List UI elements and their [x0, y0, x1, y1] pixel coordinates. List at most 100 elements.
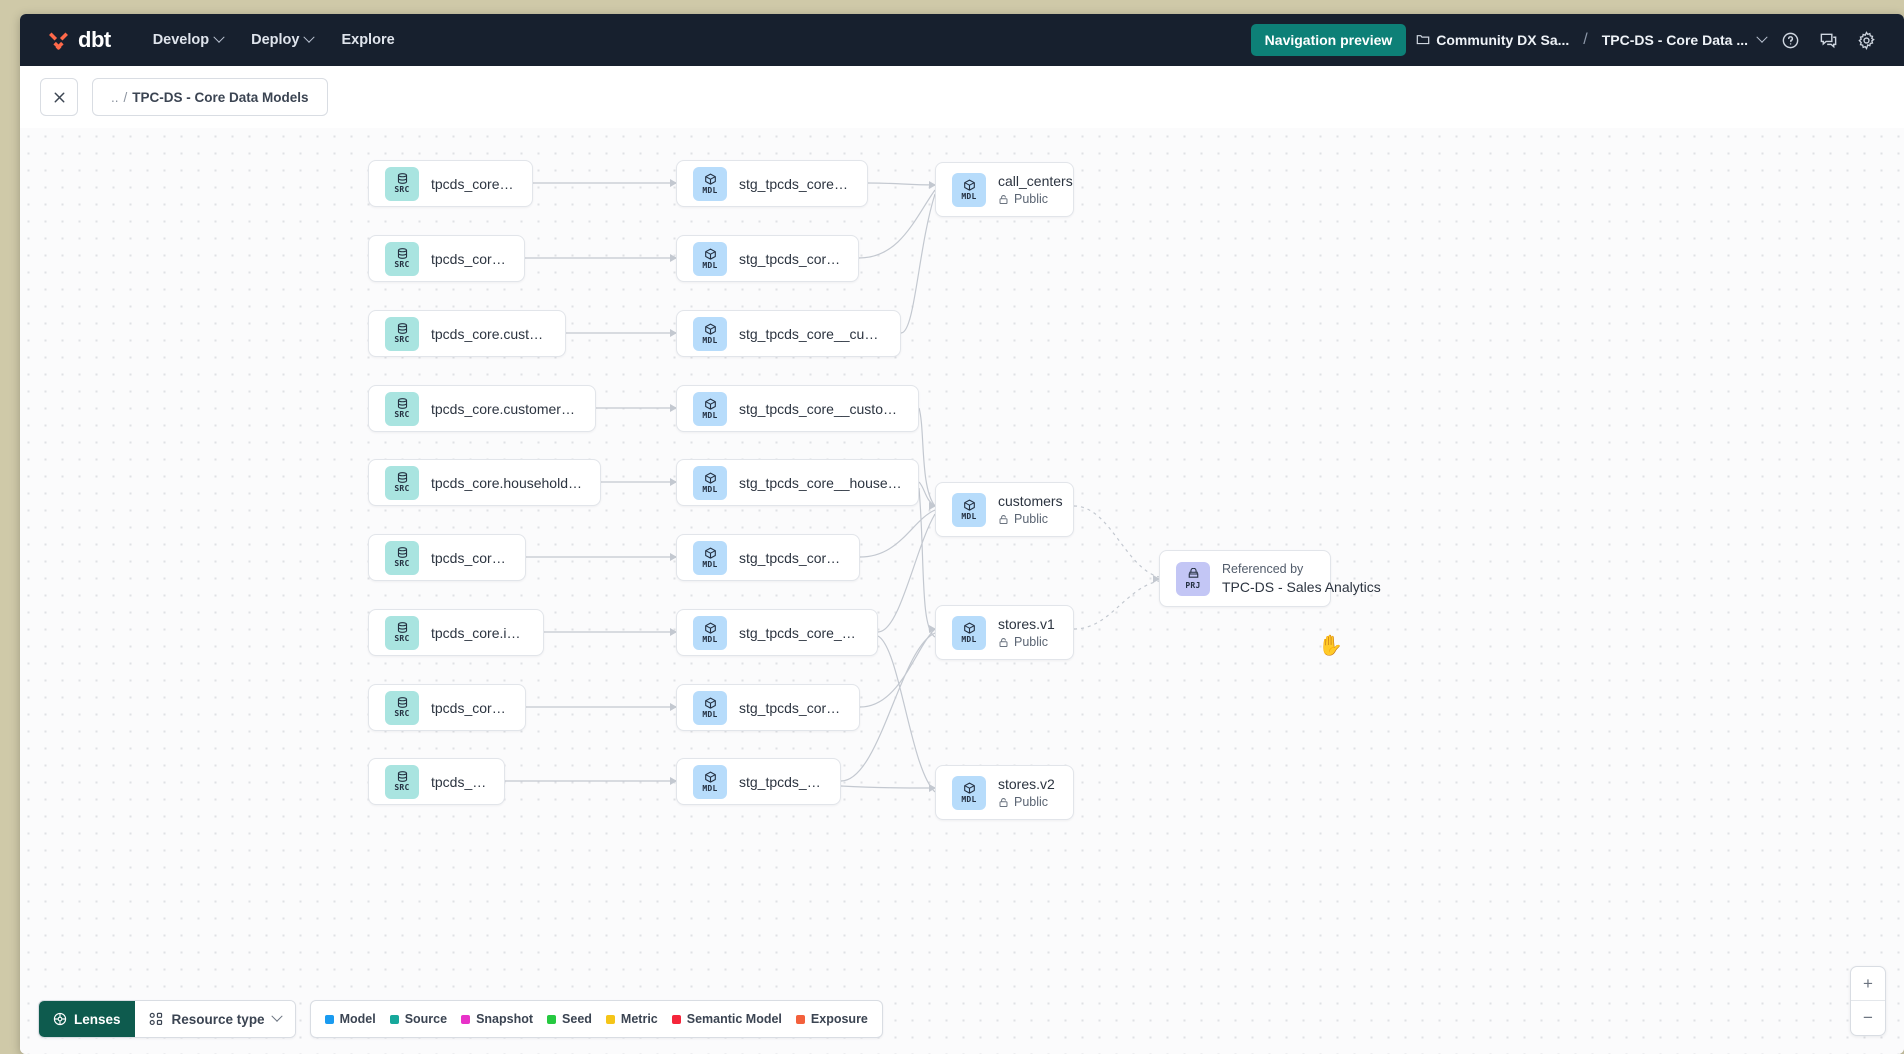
node-label: TPC-DS - Sales Analytics: [1222, 579, 1381, 595]
feedback-icon[interactable]: [1814, 26, 1842, 54]
lineage-node-model-staging[interactable]: MDL stg_tpcds_core__household_demogr...: [676, 459, 919, 506]
legend-item-semantic-model[interactable]: Semantic Model: [671, 1012, 782, 1026]
mdl-badge-label: MDL: [702, 335, 718, 345]
lineage-node-source[interactable]: SRC tpcds_core.income_band: [368, 609, 544, 656]
node-text-col: stores.v2 Public: [998, 776, 1055, 809]
zoom-out-button[interactable]: −: [1863, 1008, 1873, 1027]
lineage-node-model-public[interactable]: MDL customers Public: [935, 482, 1074, 537]
src-badge-icon: SRC: [385, 540, 419, 575]
src-badge-label: SRC: [394, 335, 410, 344]
node-label: customers: [998, 493, 1063, 509]
nav-deploy-label: Deploy: [251, 32, 300, 48]
nav-item-deploy[interactable]: Deploy: [239, 26, 325, 54]
mdl-badge-icon: MDL: [693, 615, 727, 650]
node-access: Public: [998, 512, 1057, 526]
node-label: tpcds_core.inventory: [431, 699, 509, 716]
lineage-bottom-toolbar: Lenses Resource type Model: [38, 1000, 883, 1038]
src-badge-icon: SRC: [385, 166, 419, 201]
lineage-node-source[interactable]: SRC tpcds_core.household_demographics: [368, 459, 601, 506]
lineage-node-project[interactable]: PRJ Referenced by TPC-DS - Sales Analyti…: [1159, 550, 1381, 607]
resource-type-icon: [149, 1012, 162, 1026]
nav-item-develop[interactable]: Develop: [141, 26, 235, 54]
legend-item-snapshot[interactable]: Snapshot: [461, 1012, 533, 1026]
node-label: stg_tpcds_core__income_band: [739, 624, 861, 641]
mdl-badge-label: MDL: [702, 484, 718, 494]
resource-type-dropdown[interactable]: Resource type: [134, 1001, 295, 1037]
nav-item-explore[interactable]: Explore: [329, 26, 406, 54]
src-badge-icon: SRC: [385, 316, 419, 351]
node-label: stg_tpcds_core__customer_demogra...: [739, 400, 902, 417]
node-access: Public: [998, 795, 1055, 809]
lineage-node-model-staging[interactable]: MDL stg_tpcds_core__customer_address: [676, 310, 901, 357]
lineage-node-model-staging[interactable]: MDL stg_tpcds_core__income_band: [676, 609, 878, 656]
help-icon[interactable]: [1776, 26, 1804, 54]
lineage-node-source[interactable]: SRC tpcds_core.customer_address: [368, 310, 566, 357]
lineage-node-source[interactable]: SRC tpcds_core.customer: [368, 235, 525, 282]
lineage-node-model-public[interactable]: MDL stores.v1 Public: [935, 605, 1074, 660]
mdl-badge-icon: MDL: [693, 241, 727, 276]
mdl-badge-icon: MDL: [693, 391, 727, 426]
lineage-node-model-staging[interactable]: MDL stg_tpcds_core__call_center: [676, 160, 868, 207]
lineage-node-model-staging[interactable]: MDL stg_tpcds_core__store: [676, 758, 841, 805]
folder-icon: [1416, 32, 1430, 49]
node-label: stg_tpcds_core__date_dim: [739, 549, 843, 566]
lineage-toolbar: .. / TPC-DS - Core Data Models: [20, 66, 1904, 128]
settings-icon[interactable]: [1852, 26, 1880, 54]
legend-item-source[interactable]: Source: [389, 1012, 447, 1026]
legend-swatch: [795, 1014, 805, 1024]
nav-develop-label: Develop: [152, 32, 210, 48]
lineage-canvas[interactable]: SRC tpcds_core.call_center SRC tpcds_cor…: [20, 128, 1904, 1054]
breadcrumb-prefix: ..: [111, 89, 119, 105]
breadcrumb-slash: /: [123, 89, 128, 105]
lineage-node-model-staging[interactable]: MDL stg_tpcds_core__inventory: [676, 684, 860, 731]
mdl-badge-label: MDL: [961, 634, 977, 644]
mdl-badge-label: MDL: [961, 191, 977, 201]
legend-item-seed[interactable]: Seed: [547, 1012, 592, 1026]
src-badge-icon: SRC: [385, 241, 419, 276]
close-button[interactable]: [40, 78, 78, 116]
mdl-badge-icon: MDL: [693, 540, 727, 575]
legend-label: Exposure: [810, 1012, 868, 1026]
lineage-node-source[interactable]: SRC tpcds_core.date_dim: [368, 534, 526, 581]
lineage-node-model-public[interactable]: MDL call_centers Public: [935, 162, 1074, 217]
mdl-badge-icon: MDL: [952, 492, 986, 527]
lineage-node-source[interactable]: SRC tpcds_core.store: [368, 758, 505, 805]
mdl-badge-label: MDL: [702, 260, 718, 270]
lineage-node-source[interactable]: SRC tpcds_core.inventory: [368, 684, 526, 731]
breadcrumb-account[interactable]: Community DX Sa...: [1416, 32, 1569, 49]
node-label: stg_tpcds_core__store: [739, 773, 824, 790]
prj-badge-icon: PRJ: [1176, 561, 1210, 596]
lineage-node-source[interactable]: SRC tpcds_core.call_center: [368, 160, 533, 207]
lenses-button[interactable]: Lenses: [39, 1001, 135, 1037]
dbt-logo[interactable]: dbt: [46, 27, 111, 53]
navigation-preview-button[interactable]: Navigation preview: [1250, 24, 1407, 56]
node-label: tpcds_core.customer_address: [431, 325, 549, 342]
node-label: tpcds_core.store: [431, 773, 488, 790]
legend-item-metric[interactable]: Metric: [605, 1012, 658, 1026]
node-label: tpcds_core.date_dim: [431, 549, 509, 566]
legend-swatch: [324, 1014, 334, 1024]
lineage-node-source[interactable]: SRC tpcds_core.customer_demographics: [368, 385, 596, 432]
node-label: tpcds_core.customer: [431, 250, 508, 267]
lineage-node-model-staging[interactable]: MDL stg_tpcds_core__customer: [676, 235, 859, 282]
breadcrumb-project-label: TPC-DS - Core Data ...: [1601, 32, 1748, 48]
breadcrumb-pill[interactable]: .. / TPC-DS - Core Data Models: [92, 78, 328, 116]
legend-label: Snapshot: [476, 1012, 534, 1026]
mdl-badge-label: MDL: [702, 559, 718, 569]
node-access-label: Public: [1014, 795, 1049, 809]
breadcrumb-project[interactable]: TPC-DS - Core Data ...: [1601, 31, 1768, 48]
legend-item-exposure[interactable]: Exposure: [795, 1012, 868, 1026]
node-label: call_centers: [998, 173, 1073, 189]
zoom-controls: + −: [1850, 966, 1886, 1036]
node-label: stg_tpcds_core__inventory: [739, 699, 843, 716]
legend-item-model[interactable]: Model: [324, 1012, 376, 1026]
zoom-in-button[interactable]: +: [1851, 967, 1885, 1001]
lineage-node-model-public[interactable]: MDL stores.v2 Public: [935, 765, 1074, 820]
node-access: Public: [998, 635, 1055, 649]
lineage-node-model-staging[interactable]: MDL stg_tpcds_core__customer_demogra...: [676, 385, 919, 432]
src-badge-icon: SRC: [385, 391, 419, 426]
lenses-icon: [53, 1012, 67, 1026]
chevron-down-icon: [303, 31, 316, 43]
lineage-node-model-staging[interactable]: MDL stg_tpcds_core__date_dim: [676, 534, 860, 581]
nav-explore-label: Explore: [341, 32, 395, 48]
